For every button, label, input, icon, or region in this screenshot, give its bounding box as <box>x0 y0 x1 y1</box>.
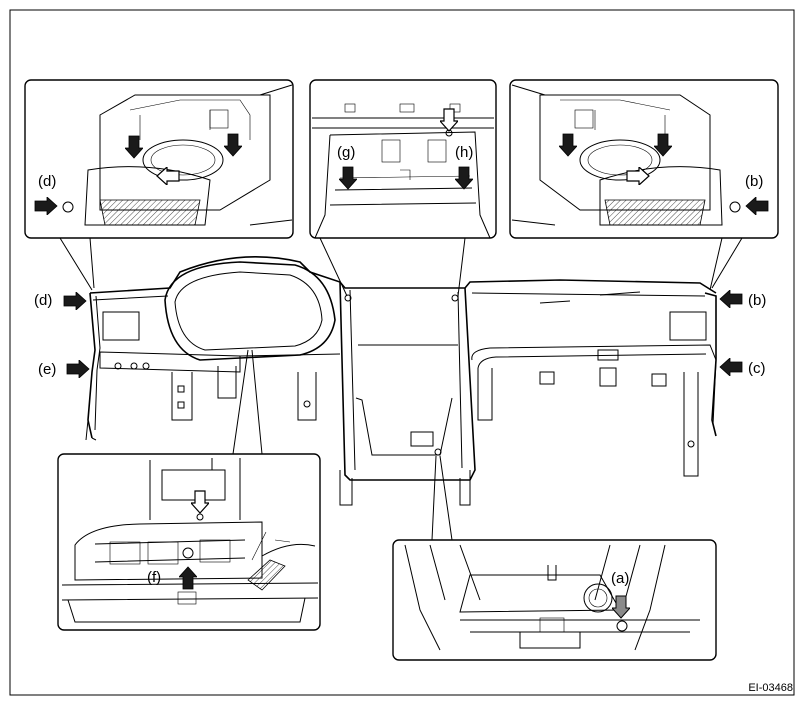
right-outer-bracket <box>683 372 699 477</box>
label-c: (c) <box>748 360 766 377</box>
connector-harness <box>247 559 286 591</box>
speaker-right <box>579 139 661 181</box>
callout-top-right <box>509 79 779 239</box>
vent-grille-left <box>99 199 201 226</box>
callout-bottom-right <box>392 539 717 661</box>
right-center-bracket <box>477 368 493 421</box>
solid-arrow-icon <box>63 292 87 310</box>
callout-top-left <box>24 79 294 239</box>
panel-left-end <box>87 292 96 439</box>
left-lower-rail <box>99 351 241 373</box>
label-e: (e) <box>38 361 56 378</box>
panel-right-end <box>704 292 717 437</box>
center-stack-legs <box>339 470 471 506</box>
label-g: (g) <box>337 144 355 161</box>
center-left-bracket <box>297 372 317 421</box>
vent-grille-right <box>604 199 706 226</box>
left-bracket <box>171 372 193 421</box>
label-h: (h) <box>455 144 473 161</box>
label-b: (b) <box>748 292 766 309</box>
panel-top-inner <box>92 292 706 301</box>
main-panel-assembly <box>85 256 717 506</box>
leader-lines <box>59 237 743 541</box>
label-a: (a) <box>611 570 629 587</box>
right-lower-rail <box>471 344 717 426</box>
solid-arrow-icon <box>719 358 743 376</box>
round-fixture <box>583 583 613 613</box>
screw-a <box>616 620 628 632</box>
solid-arrow-icon <box>719 290 743 308</box>
figure-border <box>9 9 795 696</box>
label-d: (d) <box>34 292 52 309</box>
right-vent-opening <box>669 311 707 341</box>
speaker-left <box>142 139 224 181</box>
left-vent-opening <box>102 311 140 341</box>
label-b-callout: (b) <box>745 173 763 190</box>
solid-arrow-icon <box>66 360 90 378</box>
label-f: (f) <box>147 569 161 586</box>
center-stack-frame <box>339 281 476 481</box>
callout-bottom-left <box>57 453 321 631</box>
label-d-callout: (d) <box>38 173 56 190</box>
figure-code: EI-03468 <box>748 682 793 694</box>
meter-hood <box>164 261 336 361</box>
